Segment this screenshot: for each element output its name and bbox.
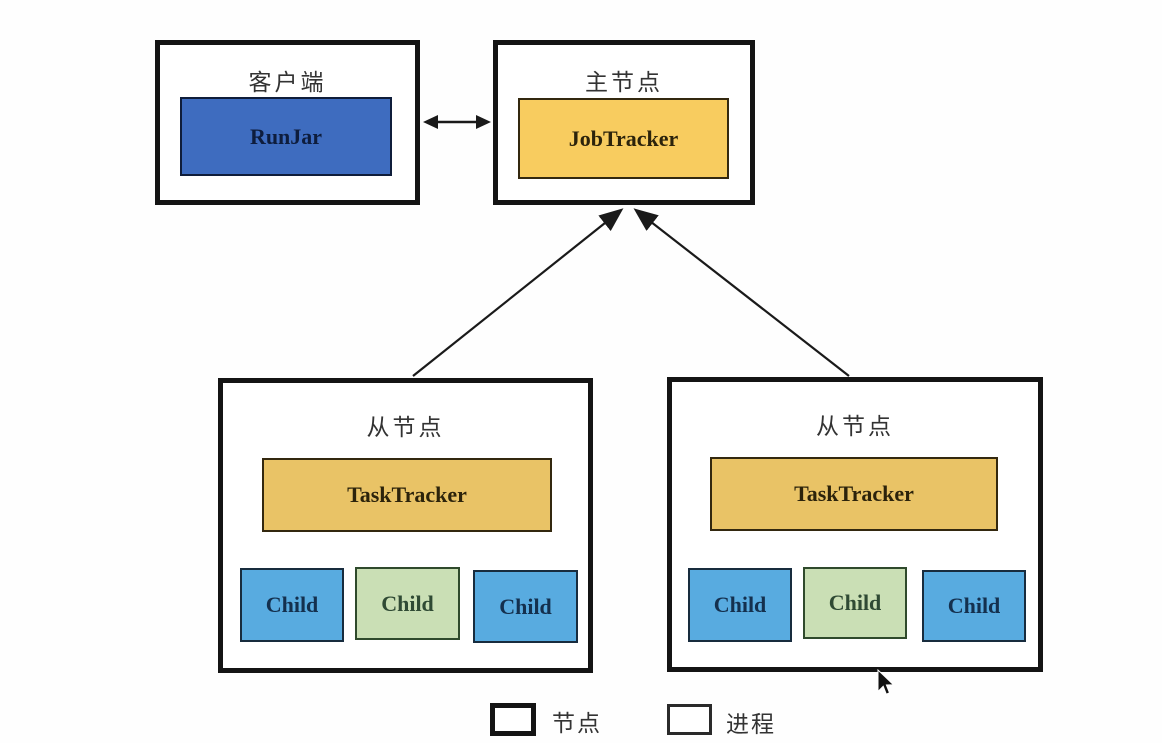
tasktracker-left-process-box: TaskTracker [262,458,552,532]
slave-node-right-title: 从节点 [816,414,894,439]
client-node-title: 客户端 [248,70,327,95]
tasktracker-right-process-box: TaskTracker [710,457,998,531]
slave-left-to-master-arrow [412,208,624,377]
legend-node-symbol [490,703,536,736]
slave-node-left-title: 从节点 [366,415,445,440]
runjar-process-box: RunJar [180,97,392,176]
slave-node-left-box: 从节点 TaskTracker Child Child Child [218,378,593,673]
legend-process-label: 进程 [726,712,776,737]
master-node-title: 主节点 [585,70,663,95]
master-node-box: 主节点 JobTracker [493,40,755,205]
client-node-box: 客户端 RunJar [155,40,420,205]
client-master-arrow [423,115,491,129]
slave-right-to-master-arrow [633,208,850,377]
child-process-box: Child [355,567,460,640]
child-process-box: Child [803,567,907,639]
child-process-box: Child [240,568,344,642]
child-process-box: Child [688,568,792,642]
mouse-cursor [877,668,895,695]
child-process-box: Child [922,570,1026,642]
child-process-box: Child [473,570,578,643]
legend-node-label: 节点 [552,711,602,736]
slave-node-right-box: 从节点 TaskTracker Child Child Child [667,377,1043,672]
jobtracker-process-box: JobTracker [518,98,729,179]
legend-process-symbol [667,704,712,735]
